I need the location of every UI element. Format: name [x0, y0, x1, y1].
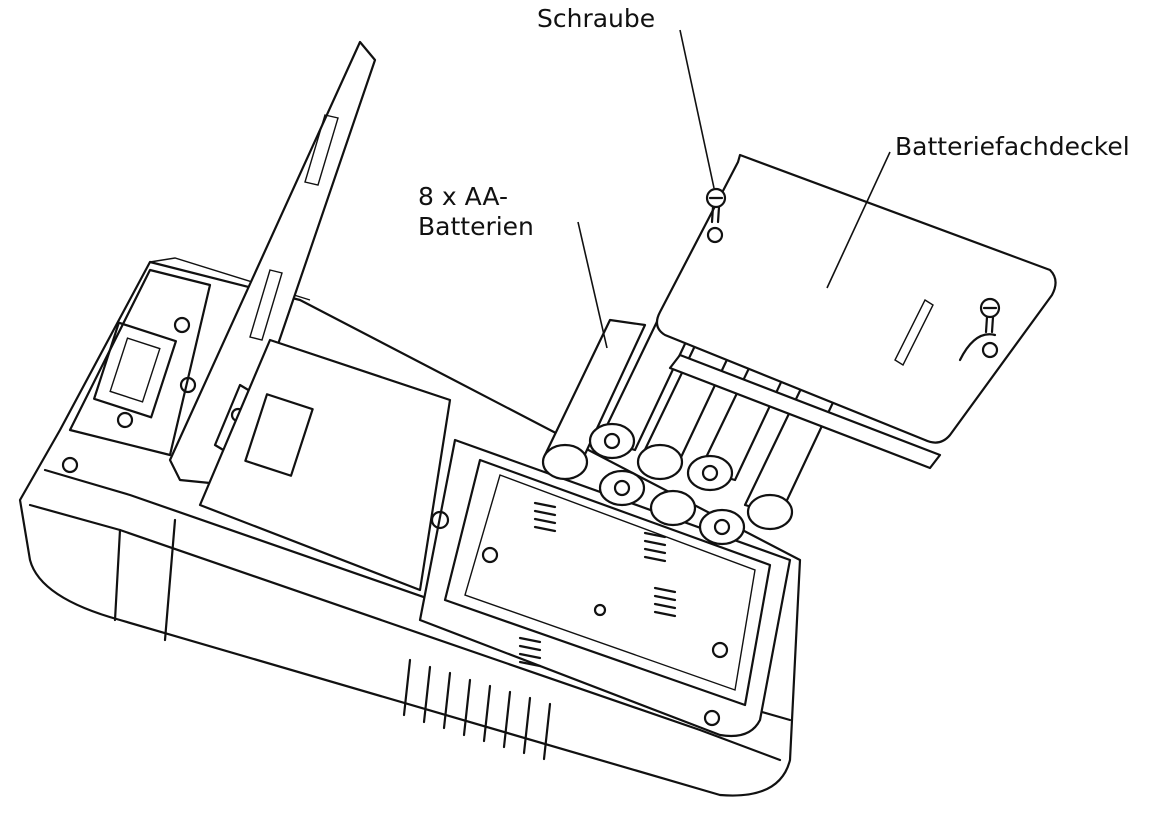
leader-line-screw — [679, 29, 715, 189]
label-screw: Schraube — [537, 4, 656, 33]
cover-screws — [705, 187, 1001, 334]
leader-line-cover — [826, 151, 891, 289]
label-batteries-line2: Batterien — [418, 212, 534, 241]
leader-line-batteries — [577, 221, 608, 349]
battery-springs — [518, 501, 677, 668]
leader-lines — [577, 29, 891, 349]
battery-compartment-well — [418, 438, 792, 738]
housing-vent-slots — [402, 658, 552, 761]
battery-cover — [655, 153, 1057, 470]
label-battery-cover: Batteriefachdeckel — [895, 132, 1130, 161]
label-batteries-line1: 8 x AA- — [418, 182, 508, 211]
left-clip-holder — [61, 268, 212, 474]
label-batteries: 8 x AA- Batterien — [418, 182, 534, 242]
battery-compartment-floor — [198, 338, 452, 592]
